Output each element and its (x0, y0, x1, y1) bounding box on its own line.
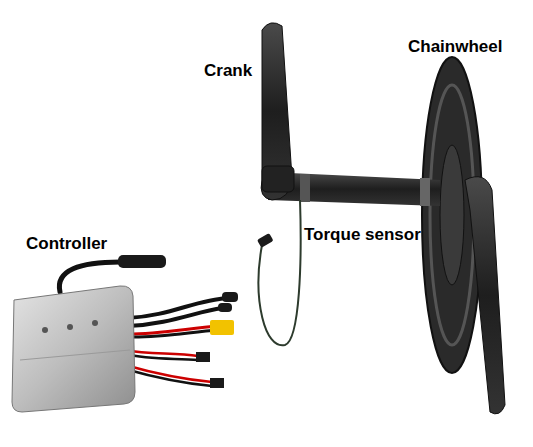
crank-arm (261, 23, 294, 200)
part-label: Torque sensor (304, 226, 421, 245)
controller-box (12, 286, 135, 412)
part-label: Chainwheel (408, 38, 502, 57)
part-label: Controller (26, 235, 107, 254)
part-label: Crank (204, 62, 252, 81)
torque-sensor-cable (257, 200, 301, 345)
crank-arm (465, 177, 505, 414)
